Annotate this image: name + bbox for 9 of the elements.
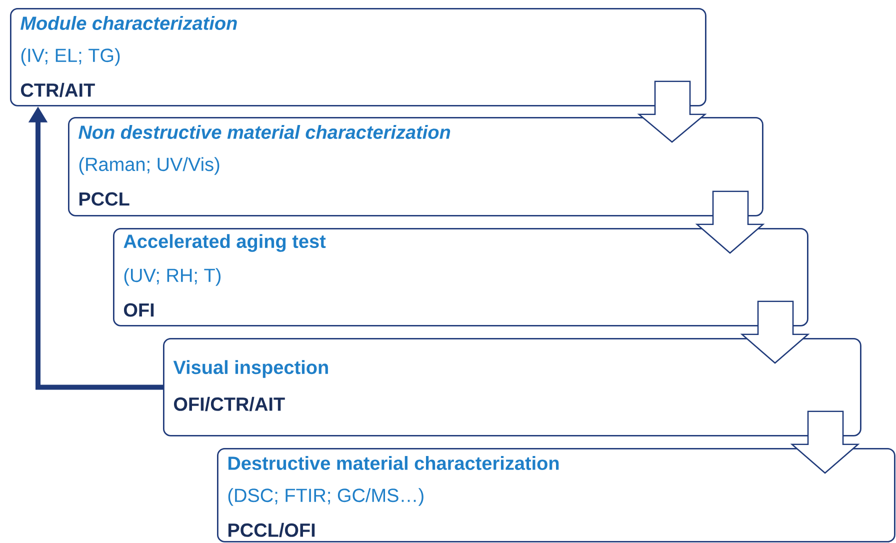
process-box: Accelerated aging test (UV; RH; T) OFI [113, 228, 808, 326]
block-arrow [740, 300, 810, 364]
process-box: Module characterization (IV; EL; TG) CTR/AIT [10, 8, 706, 106]
process-box: Destructive material characterization (DSC; FTIR; GC/MS…) PCCL/OFI [217, 448, 896, 542]
process-box: Non destructive material characterization (Raman; UV/Vis) PCCL [68, 117, 764, 216]
block-arrow [637, 80, 707, 143]
process-box: Visual inspection OFI/CTR/AIT [163, 338, 862, 436]
block-arrow [695, 190, 765, 254]
block-arrow [790, 410, 860, 474]
